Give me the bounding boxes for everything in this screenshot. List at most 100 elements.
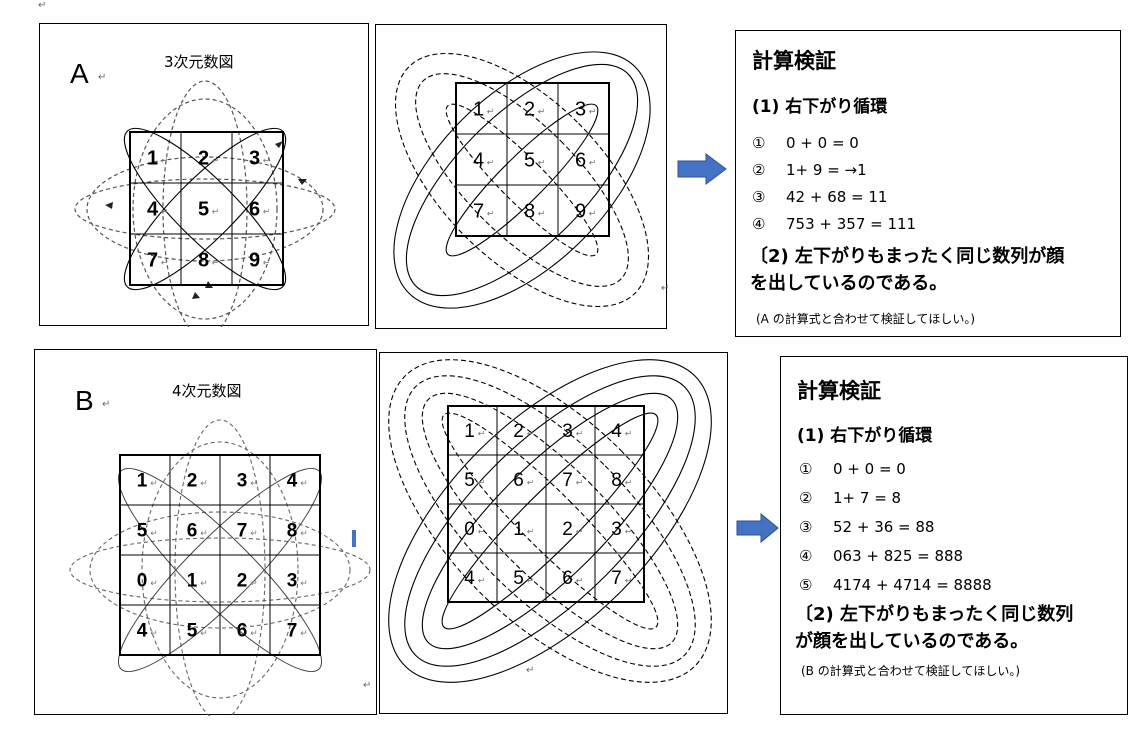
paragraph-mark: ↵ — [576, 478, 584, 488]
grid-lines — [455, 82, 610, 237]
paragraph-mark: ↵ — [200, 628, 208, 638]
grid-cell-number: 5 — [464, 470, 475, 491]
paragraph-mark: ↵ — [538, 158, 546, 168]
paragraph-mark: ↵ — [98, 72, 107, 83]
paragraph-mark: ↵ — [625, 576, 633, 586]
paragraph-mark: ↵ — [212, 156, 220, 166]
paragraph-mark: ↵ — [527, 527, 535, 537]
section-a-left-diagram: 1↵2↵3↵4↵5↵6↵7↵8↵9↵ — [74, 80, 336, 327]
dashed-orbits — [74, 80, 336, 327]
paragraph-mark: ↵ — [38, 0, 47, 11]
dashed-orbits — [69, 419, 371, 716]
paragraph-mark: ↵ — [250, 528, 258, 538]
paragraph-mark: ↵ — [263, 207, 271, 217]
paragraph-mark: ↵ — [150, 528, 158, 538]
paragraph-mark: ↵ — [161, 207, 169, 217]
grid-cell-number: 4 — [611, 421, 622, 442]
paragraph-mark: ↵ — [250, 578, 258, 588]
grid-cell-number: 7 — [237, 521, 248, 542]
grid-cell-number: 5 — [137, 521, 148, 542]
section-b-panel-subheading: (1) 右下がり循環 — [797, 426, 933, 446]
paragraph-mark: ↵ — [300, 628, 308, 638]
grid-lines — [447, 405, 645, 603]
paragraph-mark: ↵ — [200, 528, 208, 538]
grid-cell-number: 5 — [513, 568, 524, 589]
grid-cell-number: 7 — [611, 568, 622, 589]
paragraph-mark: ↵ — [625, 527, 633, 537]
grid-cell-number: 2 — [562, 519, 573, 540]
section-a-panel-title: 計算検証 — [752, 49, 836, 73]
paragraph-mark: ↵ — [625, 429, 633, 439]
paragraph-mark: ↵ — [487, 158, 495, 168]
paragraph-mark: ↵ — [250, 628, 258, 638]
paragraph-mark: ↵ — [478, 478, 486, 488]
section-b-left-diagram: 1↵2↵3↵4↵5↵6↵7↵8↵0↵1↵2↵3↵4↵5↵6↵7↵ — [69, 419, 371, 716]
section-b-right-diagram: 1↵2↵3↵4↵5↵6↵7↵8↵0↵1↵2↵3↵4↵5↵6↵7↵ — [388, 359, 712, 683]
paragraph-mark: ↵ — [300, 528, 308, 538]
grid-cell-number: 3 — [249, 148, 260, 170]
section-a-arrow — [677, 153, 727, 185]
grid-cell-number: 9 — [249, 250, 260, 272]
paragraph-mark: ↵ — [200, 578, 208, 588]
section-a-subtitle: 3次元数図 — [164, 53, 234, 71]
grid-cell-number: 5 — [198, 199, 209, 221]
paragraph-mark: ↵ — [478, 576, 486, 586]
grid-cell-number: 2 — [198, 148, 209, 170]
section-b-note: (B の計算式と合わせて検証してほしい。) — [801, 664, 1021, 678]
grid-cell-number: 1 — [147, 148, 158, 170]
section-a-left-frame: A ↵ 3次元数図 1↵2↵3↵4↵5↵6↵7↵8↵9↵ — [39, 23, 369, 327]
section-b-left-frame: B ↵ 4次元数図 1↵2↵3↵4↵5↵6↵7↵8↵0↵1↵2↵3↵4↵5↵6↵… — [34, 349, 377, 716]
grid-cell-number: 4 — [137, 621, 148, 642]
paragraph-mark: ↵ — [538, 209, 546, 219]
grid-lines — [119, 454, 321, 656]
grid-cell-number: 1 — [137, 471, 148, 492]
paragraph-mark: ↵ — [589, 158, 597, 168]
grid-cell-number: 3 — [562, 421, 573, 442]
section-a-panel-subheading: (1) 右下がり循環 — [752, 97, 888, 117]
grid-lines — [129, 131, 284, 286]
paragraph-mark: ↵ — [589, 107, 597, 117]
paragraph-mark: ↵ — [200, 478, 208, 488]
grid-cell-number: 0 — [464, 519, 475, 540]
grid-cell-number: 9 — [575, 201, 586, 223]
section-b-arrow — [736, 513, 779, 543]
solid-orbits — [388, 359, 712, 683]
grid-cell-number: 6 — [513, 470, 524, 491]
grid-cell-number: 1 — [513, 519, 524, 540]
paragraph-mark: ↵ — [478, 527, 486, 537]
section-b-conclusion: 〔2) 左下がりもまったく同じ数列 が顔を出しているのである。 — [795, 604, 1074, 652]
paragraph-mark: ↵ — [487, 107, 495, 117]
grid-cell-number: 8 — [198, 250, 209, 272]
grid-cell-number: 2 — [513, 421, 524, 442]
paragraph-mark: ↵ — [300, 478, 308, 488]
section-b-letter: B — [75, 385, 94, 416]
paragraph-mark: ↵ — [212, 258, 220, 268]
paragraph-mark: ↵ — [102, 399, 111, 410]
grid-cell-number: 4 — [147, 199, 159, 221]
section-a-right-diagram: 1↵2↵3↵4↵5↵6↵7↵8↵9↵ — [393, 51, 651, 309]
paragraph-mark: ↵ — [263, 156, 271, 166]
paragraph-mark: ↵ — [300, 578, 308, 588]
grid-cell-number: 5 — [187, 621, 198, 642]
grid-cell-number: 2 — [187, 471, 198, 492]
grid-cell-number: 8 — [524, 201, 535, 223]
section-a-right-frame: 1↵2↵3↵4↵5↵6↵7↵8↵9↵ ↵ — [375, 24, 669, 329]
dashed-orbits — [388, 359, 712, 683]
text-cursor-marker — [352, 530, 356, 547]
grid-cell-number: 4 — [473, 150, 484, 172]
section-b-right-frame: 1↵2↵3↵4↵5↵6↵7↵8↵0↵1↵2↵3↵4↵5↵6↵7↵ ↵ — [379, 352, 728, 714]
paragraph-mark: ↵ — [625, 478, 633, 488]
grid-cell-number: 3 — [611, 519, 622, 540]
paragraph-mark: ↵ — [538, 107, 546, 117]
paragraph-mark: ↵ — [487, 209, 495, 219]
section-a-note: (A の計算式と合わせて検証してほしい。) — [756, 312, 976, 326]
paragraph-mark: ↵ — [263, 258, 271, 268]
grid-cell-number: 3 — [237, 471, 248, 492]
